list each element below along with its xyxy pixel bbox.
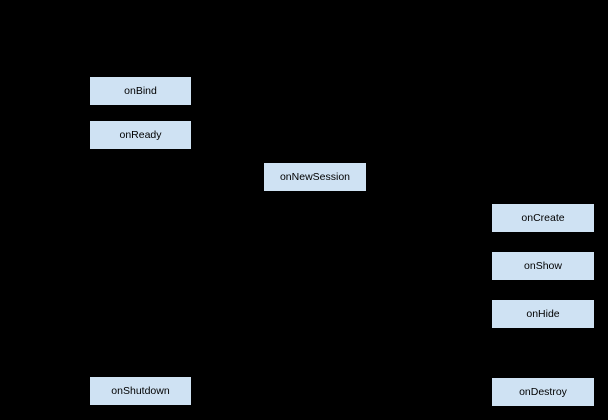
node-onshutdown: onShutdown	[89, 376, 192, 406]
node-oncreate: onCreate	[491, 203, 595, 233]
node-onbind: onBind	[89, 76, 192, 106]
node-onnewsession: onNewSession	[263, 162, 367, 192]
node-onhide: onHide	[491, 299, 595, 329]
node-onready: onReady	[89, 120, 192, 150]
node-onshow: onShow	[491, 251, 595, 281]
node-ondestroy: onDestroy	[491, 377, 595, 407]
